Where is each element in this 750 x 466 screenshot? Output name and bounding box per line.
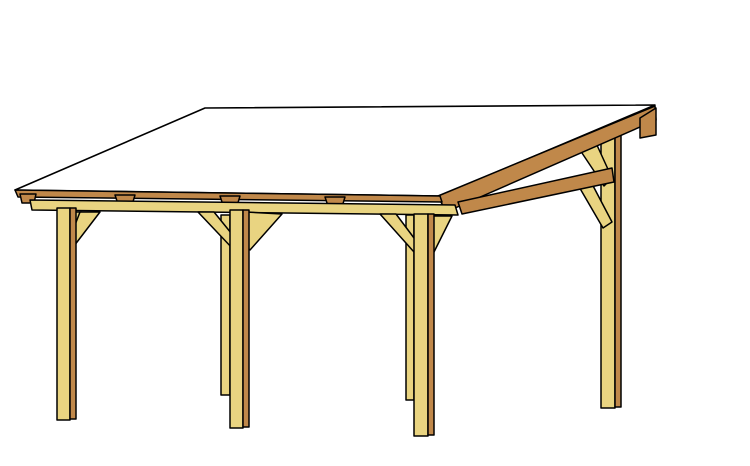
front-posts [56,207,435,437]
front-beam [29,199,459,216]
right-back-post [600,134,622,409]
side-beam [457,167,615,215]
rafter-end-cap [639,107,657,139]
front-braces [59,211,453,253]
